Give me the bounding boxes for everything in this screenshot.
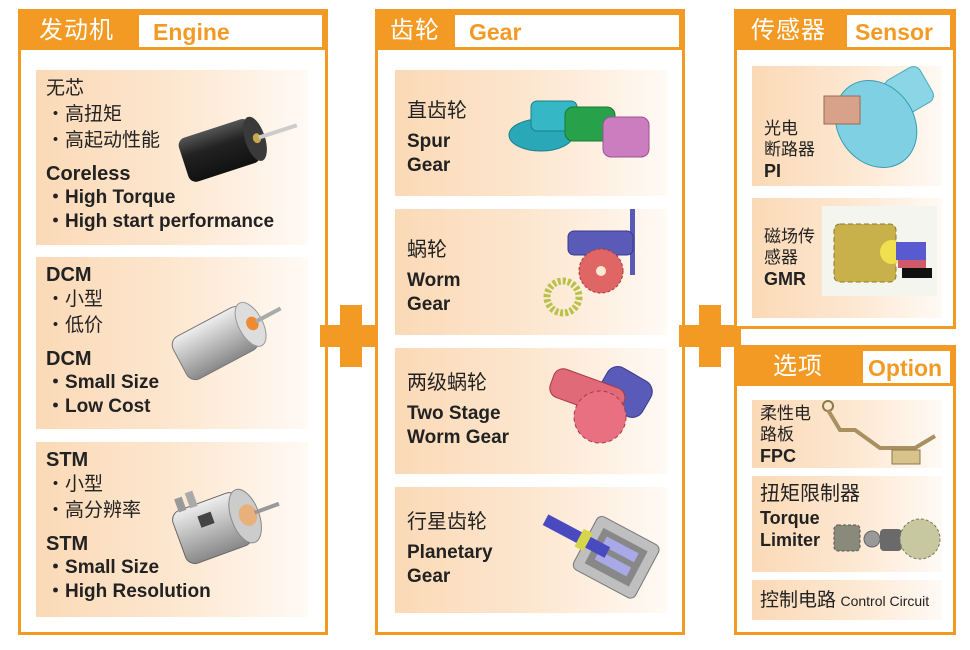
stm-feature-cn: 小型	[46, 472, 211, 498]
planetary-gear-name-cn: 行星齿轮	[407, 511, 487, 533]
fpc-card: 柔性电 路板 FPC	[752, 400, 942, 468]
sensor-title-en: Sensor	[847, 15, 950, 47]
coreless-feature-cn: 高扭矩	[46, 102, 274, 128]
stm-name-en: STM	[46, 533, 89, 555]
two-stage-worm-gear-name-en: Two Stage	[407, 403, 501, 424]
coreless-name-en: Coreless	[46, 163, 131, 185]
coreless-motor-icon	[178, 116, 298, 182]
plus-icon	[679, 305, 741, 367]
torque-limiter-name-en: Limiter	[760, 530, 821, 550]
torque-limiter-card: 扭矩限制器 Torque Limiter	[752, 476, 942, 572]
spur-gear-name-en: Gear	[407, 155, 451, 176]
gear-title-cn: 齿轮	[390, 17, 440, 44]
option-title-en: Option	[863, 351, 950, 383]
fpc-name-en: FPC	[760, 446, 796, 466]
worm-gear-name-en: Gear	[407, 294, 451, 315]
coreless-feature-cn: 高起动性能	[46, 128, 274, 154]
stm-feature-en: High Resolution	[46, 580, 211, 604]
coreless-feature-en: High Torque	[46, 186, 274, 210]
dcm-feature-cn: 小型	[46, 287, 159, 313]
gear-title-en: Gear	[455, 15, 679, 47]
worm-gear-name-cn: 蜗轮	[407, 239, 447, 261]
planetary-gear-name-en: Planetary	[407, 542, 493, 563]
stepper-motor-icon	[172, 488, 280, 565]
fpc-icon	[822, 400, 937, 465]
gear-header: 齿轮 Gear	[378, 12, 682, 50]
coreless-feature-en: High start performance	[46, 210, 274, 234]
torque-limiter-icon	[833, 518, 941, 560]
dcm-feature-en: Low Cost	[46, 395, 159, 419]
spur-gear-card: 直齿轮 Spur Gear	[395, 70, 667, 196]
option-title-cn: 选项	[773, 353, 823, 380]
option-panel: 选项 Option 柔性电 路板 FPC 扭矩限制器 Torque Limite…	[734, 345, 956, 635]
photo-interrupter-icon	[823, 66, 934, 169]
gmr-name-en: GMR	[764, 269, 806, 289]
engine-header: 发动机 Engine	[21, 12, 325, 50]
coreless-motor-card: 无芯 高扭矩 高起动性能 Coreless High Torque High s…	[36, 70, 308, 245]
planetary-gear-card: 行星齿轮 Planetary Gear	[395, 487, 667, 613]
planetary-gear-icon	[542, 514, 660, 599]
spur-gear-name-en: Spur	[407, 131, 451, 152]
two-stage-worm-gear-name-cn: 两级蜗轮	[407, 372, 487, 394]
dcm-name-cn: DCM	[46, 264, 92, 286]
torque-limiter-name-en: Torque	[760, 508, 820, 528]
sensor-header: 传感器 Sensor	[737, 12, 953, 50]
sensor-panel: 传感器 Sensor 光电 断路器 PI 磁场传 感器 GMR	[734, 9, 956, 329]
spur-gear-name-cn: 直齿轮	[407, 100, 467, 122]
coreless-name-cn: 无芯	[46, 78, 85, 99]
stm-feature-cn: 高分辨率	[46, 498, 211, 524]
control-circuit-card: 控制电路 Control Circuit	[752, 580, 942, 620]
stm-name-cn: STM	[46, 449, 89, 471]
pi-name-cn: 断路器	[764, 140, 815, 159]
torque-limiter-name-cn: 扭矩限制器	[760, 483, 860, 505]
fpc-name-cn: 柔性电	[760, 404, 811, 423]
dcm-name-en: DCM	[46, 348, 92, 370]
planetary-gear-name-en: Gear	[407, 566, 451, 587]
option-header: 选项 Option	[737, 348, 953, 386]
sensor-title-cn: 传感器	[751, 17, 826, 44]
two-stage-worm-gear-icon	[549, 366, 653, 444]
stm-feature-en: Small Size	[46, 556, 211, 580]
engine-panel: 发动机 Engine 无芯 高扭矩 高起动性能 Coreless High To…	[18, 9, 328, 635]
control-circuit-name-cn: 控制电路	[760, 590, 837, 611]
plus-icon	[320, 305, 382, 367]
pi-name-en: PI	[764, 161, 782, 181]
dcm-feature-cn: 低价	[46, 313, 159, 339]
spur-gear-icon	[508, 100, 650, 158]
worm-gear-card: 蜗轮 Worm Gear	[395, 209, 667, 335]
dc-motor-card: DCM 小型 低价 DCM Small Size Low Cost	[36, 257, 308, 429]
worm-gear-icon	[543, 209, 635, 317]
photo-interrupter-card: 光电 断路器 PI	[752, 66, 942, 186]
worm-gear-name-en: Worm	[407, 270, 461, 291]
gmr-sensor-icon	[822, 206, 937, 296]
pi-name-cn: 光电	[764, 119, 798, 138]
engine-title-en: Engine	[139, 15, 322, 47]
dc-motor-icon	[171, 301, 282, 381]
two-stage-worm-gear-card: 两级蜗轮 Two Stage Worm Gear	[395, 348, 667, 474]
control-circuit-name-en: Control Circuit	[840, 593, 930, 609]
stepper-motor-card: STM 小型 高分辨率 STM Small Size High Resoluti…	[36, 442, 308, 617]
gmr-name-cn: 感器	[764, 248, 798, 267]
gear-panel: 齿轮 Gear 直齿轮 Spur Gear 蜗轮 Worm Gear	[375, 9, 685, 635]
dcm-feature-en: Small Size	[46, 371, 159, 395]
gmr-name-cn: 磁场传	[764, 227, 815, 246]
gmr-sensor-card: 磁场传 感器 GMR	[752, 198, 942, 318]
engine-title-cn: 发动机	[39, 17, 114, 44]
fpc-name-cn: 路板	[760, 425, 794, 444]
two-stage-worm-gear-name-en: Worm Gear	[407, 427, 510, 448]
